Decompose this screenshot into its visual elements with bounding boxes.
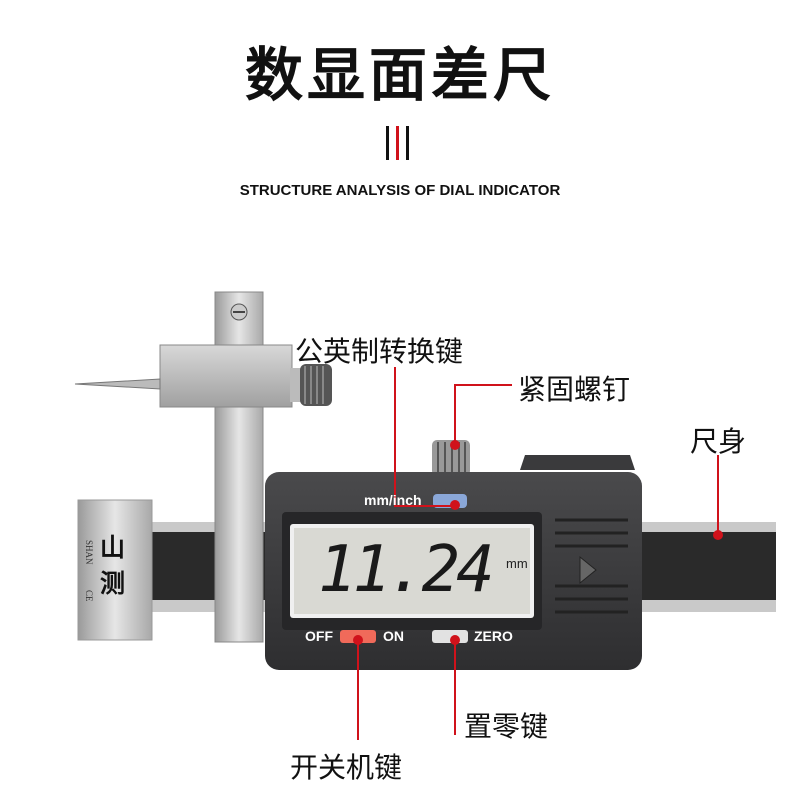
callout-lines: [357, 367, 719, 740]
zero-button: [432, 630, 468, 643]
lcd-reading: 11.24: [318, 533, 495, 607]
off-label: OFF: [305, 628, 333, 644]
depth-stem: [74, 291, 332, 643]
brand-text-shan: SHAN: [84, 540, 94, 565]
callout-locking-screw: 紧固螺钉: [518, 373, 631, 406]
zero-label: ZERO: [474, 628, 513, 644]
brand-text-ce: CE: [84, 590, 94, 602]
caliper-body: [265, 455, 642, 670]
callout-zero-key: 置零键: [464, 710, 549, 743]
brand-logo: 山测: [100, 533, 126, 598]
callout-ruler-body: 尺身: [690, 425, 747, 458]
base-block: [77, 499, 153, 641]
lcd-unit: mm: [506, 556, 528, 571]
subtitle: STRUCTURE ANALYSIS OF DIAL INDICATOR: [239, 182, 561, 199]
unit-switch-label: mm/inch: [364, 492, 422, 508]
callout-dots: [353, 440, 723, 645]
on-label: ON: [383, 628, 404, 644]
callout-power-key: 开关机键: [290, 751, 403, 784]
locking-screw: [432, 440, 470, 476]
title-decoration: [386, 126, 410, 160]
callout-unit-switch: 公英制转换键: [295, 335, 464, 368]
page-title: 数显面差尺: [244, 41, 555, 109]
